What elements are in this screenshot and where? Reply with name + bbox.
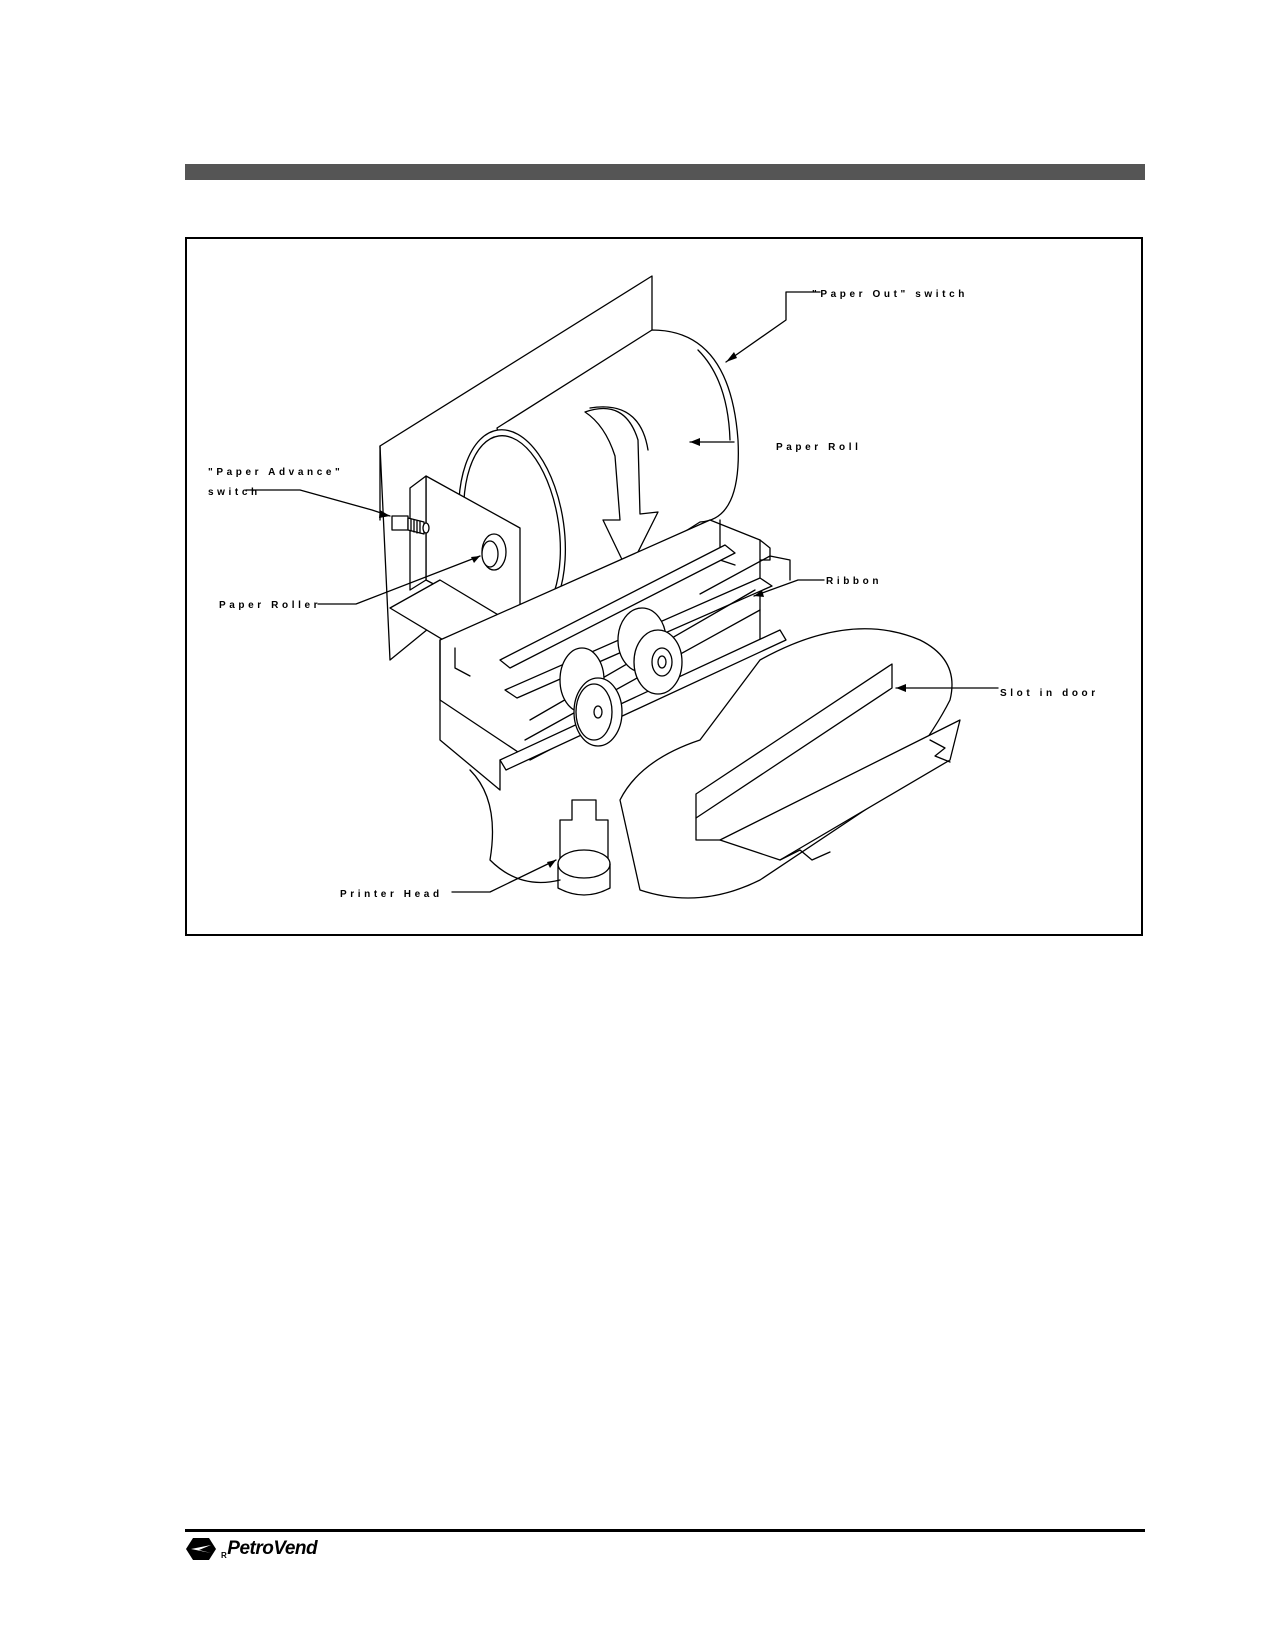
logo-registered-mark: R bbox=[221, 1551, 227, 1561]
label-paper-roll: Paper Roll bbox=[776, 442, 861, 453]
petrovend-logo-icon bbox=[186, 1538, 216, 1560]
leader-lines bbox=[245, 291, 999, 893]
header-bar bbox=[185, 164, 1145, 180]
rotation-arrow bbox=[584, 406, 659, 573]
label-paper-roller: Paper Roller bbox=[219, 600, 321, 611]
label-paper-advance-switch-line2: switch bbox=[208, 487, 261, 498]
label-paper-advance-switch-line1: "Paper Advance" bbox=[208, 467, 343, 478]
logo-name: PetroVend bbox=[227, 1537, 318, 1559]
ribbon-spools bbox=[559, 607, 683, 747]
label-ribbon: Ribbon bbox=[826, 576, 882, 587]
label-paper-out-switch: "Paper Out" switch bbox=[812, 289, 968, 300]
label-slot-in-door: Slot in door bbox=[1000, 688, 1099, 699]
footer-logo: RPetroVend bbox=[185, 1532, 318, 1566]
logo-wordmark: RPetroVend bbox=[221, 1537, 318, 1561]
printer-head-part bbox=[557, 799, 611, 896]
figure-frame bbox=[185, 237, 1143, 936]
leader-arrowheads bbox=[379, 352, 906, 868]
paper-advance-switch-part bbox=[391, 515, 430, 535]
label-printer-head: Printer Head bbox=[340, 889, 443, 900]
footer-rule bbox=[185, 1529, 1145, 1532]
door-panel bbox=[469, 628, 961, 899]
